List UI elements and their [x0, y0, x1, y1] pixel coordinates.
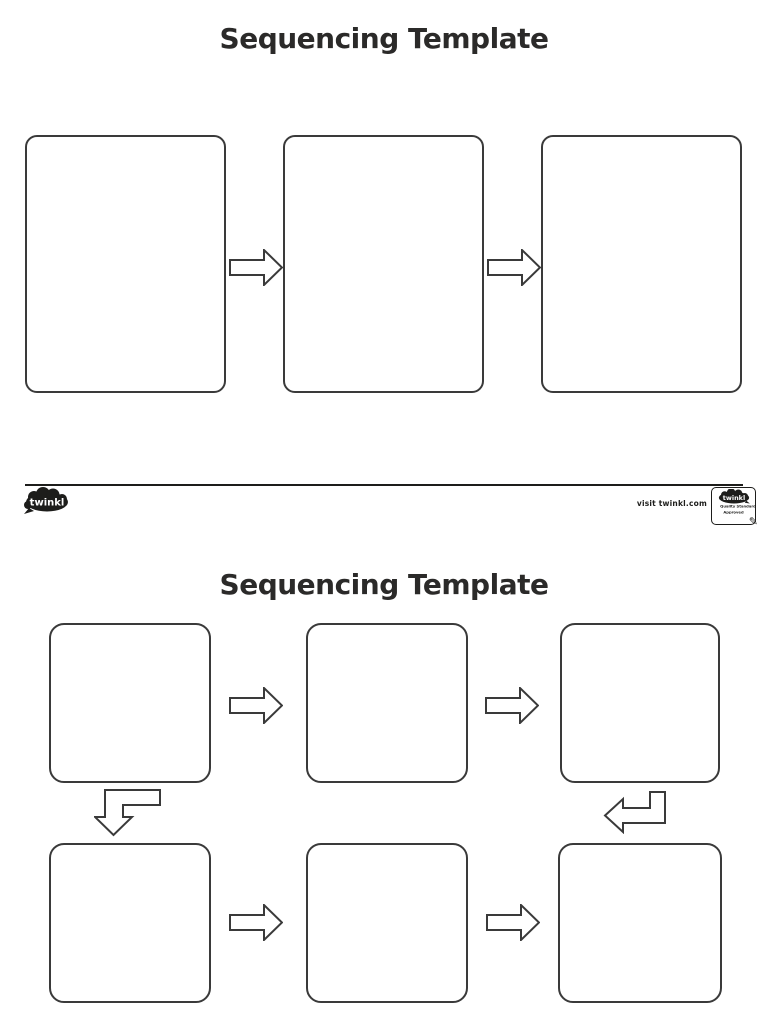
sequence-box — [560, 623, 720, 783]
arrow-right-icon — [229, 904, 283, 941]
sequence-box — [306, 843, 468, 1003]
page-title: Sequencing Template — [219, 22, 549, 55]
twinkl-logo-text: twinkl — [30, 498, 65, 509]
arrow-right-icon — [485, 687, 539, 724]
arrow-elbow-left-icon — [603, 791, 666, 834]
sequence-box — [541, 135, 742, 393]
pencil-icon: ✎ — [748, 515, 758, 528]
twinkl-logo: twinkl — [24, 487, 68, 514]
arrow-right-icon — [486, 904, 540, 941]
badge-logo-text: twinkl — [722, 494, 744, 502]
arrow-elbow-down-icon — [94, 789, 161, 837]
footer-divider — [25, 484, 743, 486]
badge-line: Quality Standard — [720, 504, 756, 509]
arrow-right-icon — [229, 687, 283, 724]
sequence-box — [283, 135, 484, 393]
sequence-box — [306, 623, 468, 783]
sequence-box — [49, 843, 211, 1003]
quality-badge: twinkl Quality Standard Approved ✎ — [711, 487, 758, 528]
sequence-box — [558, 843, 722, 1003]
visit-link[interactable]: visit twinkl.com — [636, 499, 707, 508]
sequence-box — [25, 135, 226, 393]
sequence-box — [49, 623, 211, 783]
arrow-right-icon — [229, 249, 283, 286]
badge-twinkl-logo: twinkl — [718, 489, 750, 504]
arrow-right-icon — [487, 249, 541, 286]
badge-line: Approved — [723, 510, 744, 515]
page-title: Sequencing Template — [219, 568, 549, 601]
